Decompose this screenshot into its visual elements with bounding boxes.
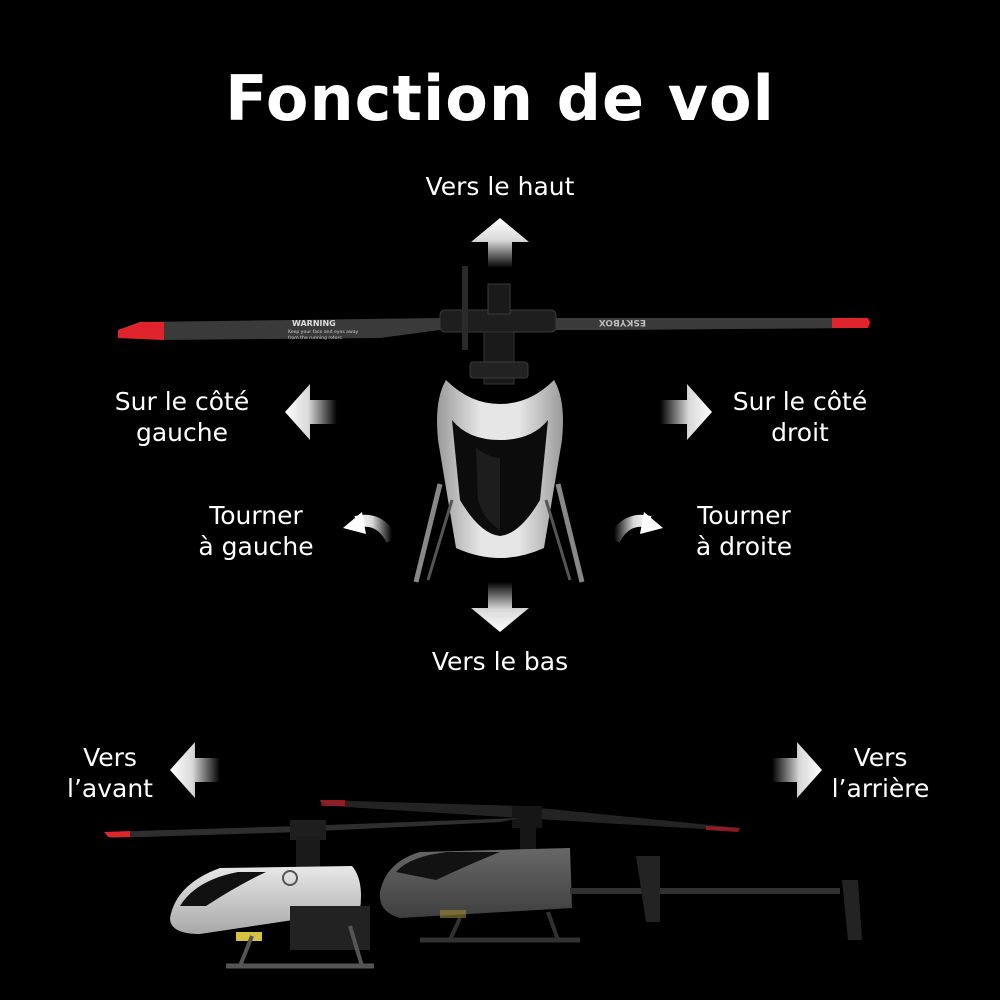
label-down: Vers le bas <box>431 647 569 676</box>
helicopter-front-view: WARNING Keep your face and eyes away fro… <box>118 266 870 583</box>
helicopter-side-view-front <box>104 818 520 969</box>
label-up: Vers le haut <box>425 172 575 201</box>
rotor-blade-right <box>556 318 870 330</box>
blade-warning-title: WARNING <box>292 319 336 328</box>
arrow-right-icon <box>660 384 712 440</box>
rotate-left-icon <box>343 512 398 543</box>
blade-brand: ESKYBOX <box>599 317 646 327</box>
arrow-up-icon <box>471 218 529 268</box>
blade-warning-line1: Keep your face and eyes away <box>288 329 359 335</box>
arrow-left-icon <box>285 384 337 440</box>
arrow-forward-icon <box>170 742 220 798</box>
rotor-blade-left <box>118 318 440 340</box>
blade-tip-right <box>832 318 870 328</box>
helicopter-side-view-back <box>320 800 862 943</box>
arrow-down-icon <box>471 582 529 632</box>
blade-tip-left <box>118 322 164 340</box>
rotate-right-icon <box>608 512 663 543</box>
arrow-backward-icon <box>772 742 822 798</box>
page-title: Fonction de vol <box>225 62 775 135</box>
blade-warning-line2: from the running rotors <box>288 335 342 341</box>
